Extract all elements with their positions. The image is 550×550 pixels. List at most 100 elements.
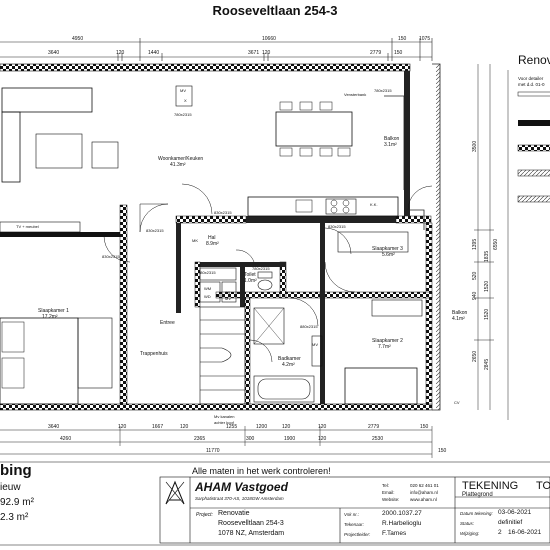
dim-label: 1520 xyxy=(484,309,490,320)
bed-bedroom2 xyxy=(337,231,423,405)
room-area: 3.1m² xyxy=(384,142,397,148)
dim-label: 120 xyxy=(262,50,271,56)
room-area: 8.9m² xyxy=(206,241,219,247)
room-area: 1.0m² xyxy=(244,278,257,284)
door-size-label: 780x2315 xyxy=(174,112,192,117)
dim-label: 1667 xyxy=(152,424,163,430)
projectleider-label: Projectleider: xyxy=(344,532,371,537)
project-address-1: Roosevelltlaan 254-3 xyxy=(218,520,284,527)
utility-area xyxy=(199,267,237,303)
dim-label: 3640 xyxy=(48,424,59,430)
tel-label: Tel: xyxy=(382,483,390,488)
room-name: Badkamer xyxy=(278,356,301,362)
bottom-dimensions xyxy=(0,426,433,458)
room-area: 41.3m² xyxy=(170,162,186,168)
room-area: 4.2m² xyxy=(282,362,295,368)
dim-label: 2530 xyxy=(372,436,383,442)
tr-label: TR xyxy=(225,290,230,295)
company-address: Sarphatistraat 370-AS, 1018GW Amsterdam xyxy=(195,496,284,501)
room-area: 4.1m² xyxy=(452,316,465,322)
dim-label: 120 xyxy=(318,436,327,442)
dim-label: 150 xyxy=(420,424,429,430)
door-size-label: 880x2315 xyxy=(300,324,318,329)
dim-label: 2650 xyxy=(472,351,478,362)
room-name: Woonkamer/Keuken xyxy=(158,156,203,162)
outer-walls xyxy=(0,63,433,411)
wijziging-number: 2 xyxy=(498,529,502,536)
dim-label: 2845 xyxy=(484,359,490,370)
area-summary-outdoor: 2.3 m² xyxy=(0,512,29,523)
drawing-title-cut: TO xyxy=(536,480,550,492)
bed-bedroom1 xyxy=(0,317,113,405)
room-name: Slaapkamer 1 xyxy=(38,308,69,314)
status-value: definitief xyxy=(498,519,523,526)
dim-label: 2779 xyxy=(370,50,381,56)
dining-table xyxy=(275,101,353,157)
dim-label: 1520 xyxy=(484,281,490,292)
dim-label: 1395 xyxy=(472,239,478,250)
web-value: www.aham.nl xyxy=(410,497,437,502)
wijziging-label: Wijziging: xyxy=(460,531,480,536)
staircase xyxy=(199,306,246,405)
dim-label: 1900 xyxy=(284,436,295,442)
door-size-label: 780x2315 xyxy=(374,88,392,93)
right-dimension-labels: 3500 1395 1835 6550 520 1520 940 1520 26… xyxy=(472,141,499,370)
mv-bath-label: MV xyxy=(312,342,318,347)
area-summary-total: 92.9 m² xyxy=(0,497,34,508)
title-block-frame xyxy=(0,461,550,546)
door-size-label: 780x2315 xyxy=(252,266,270,271)
email-value: info@aham.nl xyxy=(410,490,438,495)
balcony-railing xyxy=(384,63,441,411)
dim-label: 150 xyxy=(398,36,407,42)
tekenaar-value: R.Harbelioglu xyxy=(382,520,422,527)
room-area: 17.2m² xyxy=(42,314,58,320)
tv-label: TV + meubel xyxy=(16,224,39,229)
mk-label: MK xyxy=(192,238,198,243)
top-dimension-labels: 4950 10660 150 1075 3640 120 1440 3671 1… xyxy=(48,36,430,56)
dim-label: 3671 xyxy=(248,50,259,56)
wijziging-date: 16-06-2021 xyxy=(508,529,542,536)
dim-label: 120 xyxy=(116,50,125,56)
dim-label: 120 xyxy=(180,424,189,430)
entrance-label: Entree xyxy=(160,320,175,326)
dim-label: 300 xyxy=(246,436,255,442)
project-label: Project: xyxy=(196,512,213,518)
wm-label: WM xyxy=(204,286,211,291)
kast-note: achter koof xyxy=(214,420,235,425)
kk-label: K.K. xyxy=(370,202,378,207)
top-dimensions xyxy=(0,38,433,61)
dim-label: 6550 xyxy=(493,239,499,250)
project-address-2: 1078 NZ, Amsterdam xyxy=(218,530,285,537)
dim-label: 940 xyxy=(472,291,478,300)
legend-note: Voor detailer xyxy=(518,76,544,81)
legend-heading: Renov xyxy=(518,53,550,67)
fixture-labels: MV X Vensterbank 780x2315 780x2315 830x2… xyxy=(16,88,460,425)
bathroom-fixtures xyxy=(253,271,323,403)
datum-value: 03-06-2021 xyxy=(498,509,532,516)
dim-label: 1440 xyxy=(148,50,159,56)
legend-swatches xyxy=(507,70,550,420)
dim-label: 150 xyxy=(394,50,403,56)
vensterbank-label: Vensterbank xyxy=(344,92,366,97)
projectleider-value: F.Tames xyxy=(382,530,407,537)
door-size-label: 830x2315 xyxy=(328,224,346,229)
dim-label: 4260 xyxy=(60,436,71,442)
area-summary-sub: ieuw xyxy=(0,482,21,493)
kast-note: Mv kanalen xyxy=(214,414,234,419)
wd-label: WD xyxy=(204,294,211,299)
drawing-title-label: TEKENING xyxy=(462,480,519,492)
status-label: Status: xyxy=(460,521,475,526)
dim-label: 11770 xyxy=(206,448,220,454)
dim-label: 1075 xyxy=(419,36,430,42)
drawing-subtitle: Plattegrond xyxy=(462,492,493,498)
door-size-label: 830x2315 xyxy=(146,228,164,233)
room-name: Toilet xyxy=(244,272,256,278)
warning-text: Alle maten in het werk controleren! xyxy=(192,466,331,476)
door-size-label: 780x2315 xyxy=(198,270,216,275)
dim-label: 1255 xyxy=(226,424,237,430)
project-value: Renovatie xyxy=(218,510,250,517)
room-area: 7.7m² xyxy=(378,344,391,350)
dim-label: 2779 xyxy=(368,424,379,430)
tekenaar-label: Tekenaar: xyxy=(344,522,364,527)
